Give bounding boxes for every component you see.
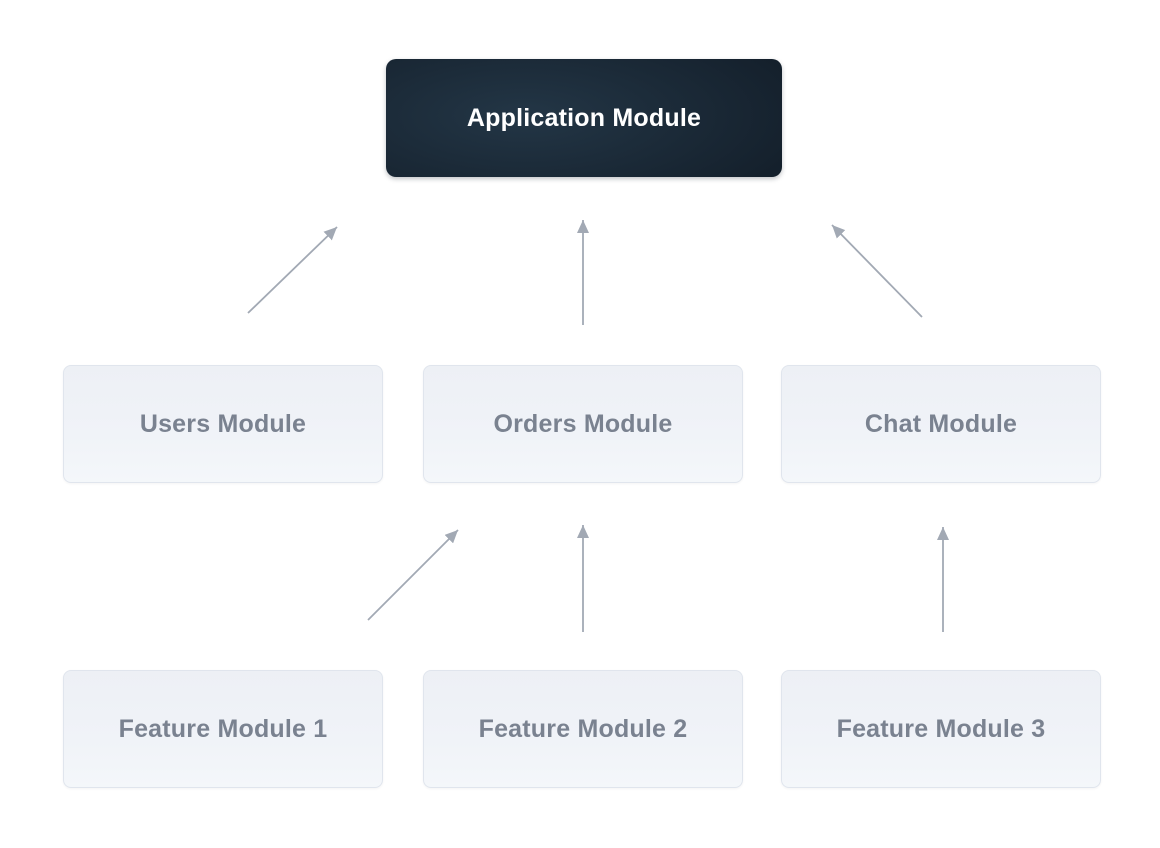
node-orders-module-label: Orders Module <box>493 409 673 438</box>
arrow-feature1-to-orders <box>367 529 459 621</box>
node-orders-module: Orders Module <box>423 365 743 483</box>
node-application-module-label: Application Module <box>466 103 702 132</box>
node-chat-module-label: Chat Module <box>864 409 1018 438</box>
node-feature-module-1-label: Feature Module 1 <box>118 714 328 743</box>
node-chat-module: Chat Module <box>781 365 1101 483</box>
arrow-users-to-application <box>247 226 338 314</box>
node-feature-module-3-label: Feature Module 3 <box>836 714 1046 743</box>
node-feature-module-3: Feature Module 3 <box>781 670 1101 788</box>
node-users-module: Users Module <box>63 365 383 483</box>
arrow-chat-to-application <box>831 224 923 318</box>
node-feature-module-2-label: Feature Module 2 <box>478 714 688 743</box>
node-feature-module-2: Feature Module 2 <box>423 670 743 788</box>
node-application-module: Application Module <box>386 59 782 177</box>
node-users-module-label: Users Module <box>139 409 307 438</box>
node-feature-module-1: Feature Module 1 <box>63 670 383 788</box>
